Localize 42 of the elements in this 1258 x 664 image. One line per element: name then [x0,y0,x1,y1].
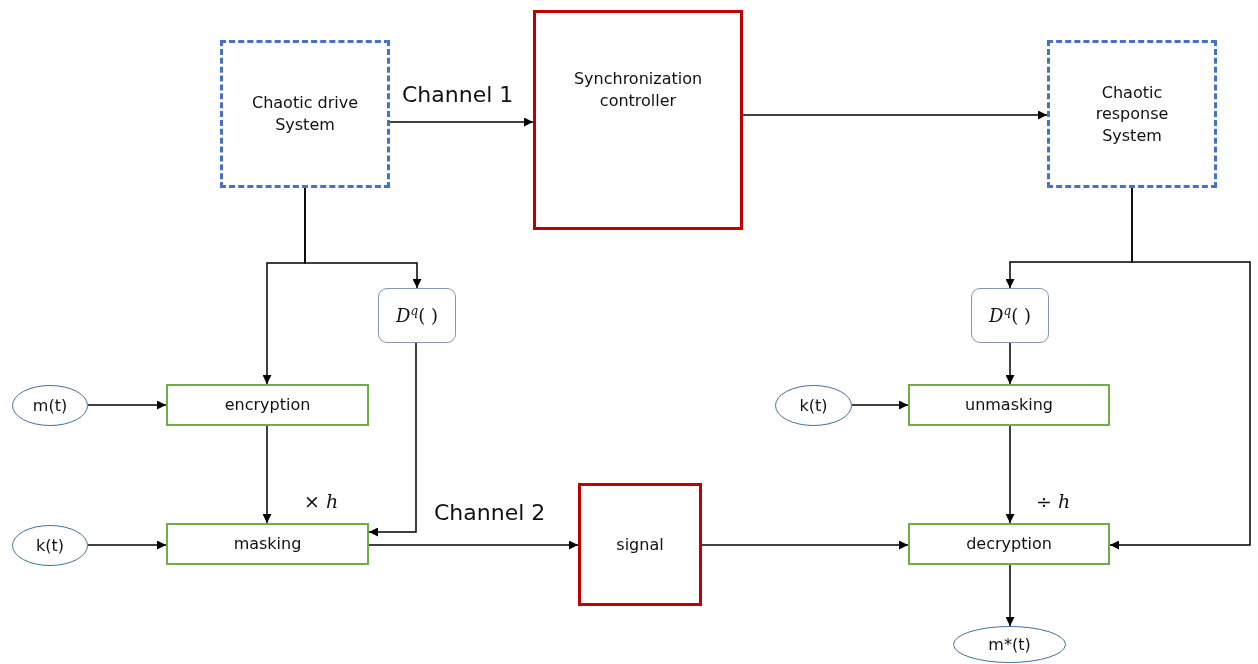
arrow [742,110,1048,120]
node-label: Synchronization controller [572,68,704,112]
process-box [166,384,369,426]
system-box [220,40,390,188]
process-box [578,483,702,606]
arrow [368,342,417,537]
node-label: m(t) [32,394,68,417]
arrow [851,400,909,410]
arrow [1005,425,1015,524]
operator-box [971,288,1049,343]
arrow [87,540,167,550]
arrow [701,540,909,550]
node-label: masking [233,533,302,555]
process-box [908,384,1110,426]
operator-label: D$^{q}$( ) [989,302,1031,328]
node-label: Chaotic drive System [251,92,359,136]
arrow [87,400,167,410]
process-box [908,523,1110,565]
node-label: unmasking [965,394,1053,416]
signal-ellipse [775,385,852,426]
operator-box [378,288,456,343]
node-label: k(t) [799,394,828,417]
system-box [1047,40,1217,188]
signal-ellipse [953,626,1066,663]
node-label: m*(t) [988,633,1031,656]
node-label: encryption [224,394,311,416]
arrow [368,540,579,550]
signal-ellipse [12,385,88,426]
arrow [304,187,422,289]
node-label: k(t) [36,534,64,557]
operator-label: D$^{q}$( ) [396,302,438,328]
arrow [1005,564,1015,627]
process-box [533,10,743,230]
arrow [262,425,272,524]
arrow [389,117,534,127]
process-box [166,523,369,565]
arrow [1005,342,1015,385]
node-label: decryption [966,533,1052,555]
node-label: Chaotic response System [1094,81,1170,147]
arrow [1109,187,1251,550]
node-label: signal [616,533,664,556]
signal-ellipse [12,525,88,566]
